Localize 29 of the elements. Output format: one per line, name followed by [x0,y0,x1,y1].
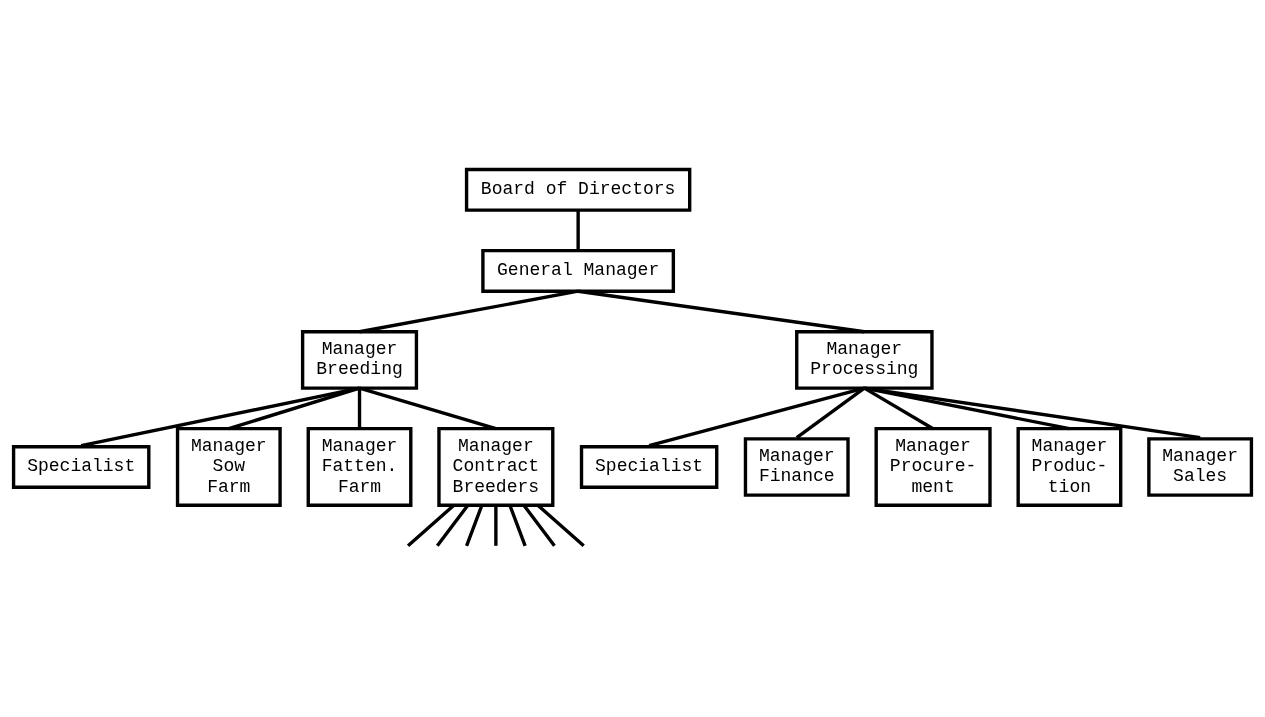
connector [576,210,580,251]
node-box: Specialist [11,445,151,489]
node-box: Manager Finance [743,437,850,497]
connector [648,386,865,448]
node-box: General Manager [481,248,676,293]
connector [522,504,556,547]
connector [494,505,498,546]
node-box: Manager Contract Breeders [437,427,555,507]
connector [357,388,362,429]
node-box: Board of Directors [464,167,692,212]
connector [406,504,455,548]
node-box: Manager Sow Farm [175,427,282,507]
node-box: Manager Produc- tion [1016,427,1123,507]
connector [508,505,527,547]
node-box: Manager Breeding [300,330,419,390]
node-box: Manager Processing [795,330,934,390]
node-box: Manager Sales [1147,437,1254,497]
connector [465,505,484,547]
connector [435,504,469,547]
connector [359,289,579,334]
connector [228,386,361,431]
node-box: Manager Procure- ment [874,427,992,507]
node-box: Specialist [579,445,719,489]
connector [577,289,865,334]
connector [359,386,497,431]
connector [537,504,585,548]
node-box: Manager Fatten. Farm [306,427,413,507]
connector [864,386,1201,440]
connector [80,386,360,448]
